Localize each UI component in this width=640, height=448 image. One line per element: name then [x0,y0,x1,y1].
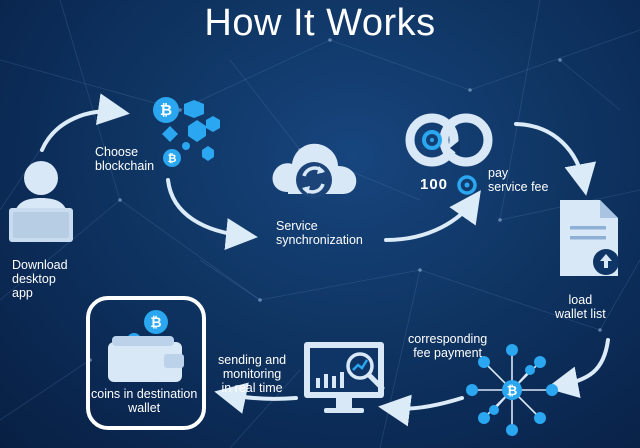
wallet-list-document-icon [560,200,619,276]
crypto-coins-cluster-icon: ₿ ₿ [153,97,220,167]
arrow-send-to-coins [214,382,298,414]
svg-text:₿: ₿ [507,384,518,399]
svg-text:₿: ₿ [150,315,161,331]
bitcoin-icon: ₿ [153,97,179,123]
coin-network-icon: ₿ [466,344,558,436]
step-load-label: load wallet list [555,293,606,321]
wallet-icon: ₿ ₿ [108,310,184,382]
step-send-label: sending and monitoring in real time [218,353,287,395]
arrow-sync-to-pay [384,190,481,242]
arrow-pay-to-load [514,122,597,196]
arrow-fee-to-send [378,394,464,427]
infinity-loop-icon [405,113,493,167]
cloud-sync-icon [272,143,357,198]
step-download-label: Download desktop app [12,258,68,300]
step-choose-label: Choose blockchain [95,145,155,173]
user-computer-icon [9,161,73,242]
bitcoin-icon [144,310,168,334]
step-coins-label: coins in destination wallet [91,387,198,415]
svg-text:₿: ₿ [160,101,172,119]
step-pay-label: pay service fee [488,166,549,194]
arrow-load-to-fee [546,338,610,399]
service-token-icon [457,175,477,195]
step-fee-label: corresponding fee payment [408,332,488,360]
destination-wallet-frame [86,296,206,430]
monitor-chart-icon [304,342,385,413]
svg-text:₿: ₿ [168,152,177,165]
arrow-download-to-choose [40,93,130,152]
fee-amount: 100 [420,176,449,193]
step-sync-label: Service synchronization [276,219,363,247]
page-title: How It Works [204,2,436,44]
arrow-choose-to-sync [166,178,258,250]
